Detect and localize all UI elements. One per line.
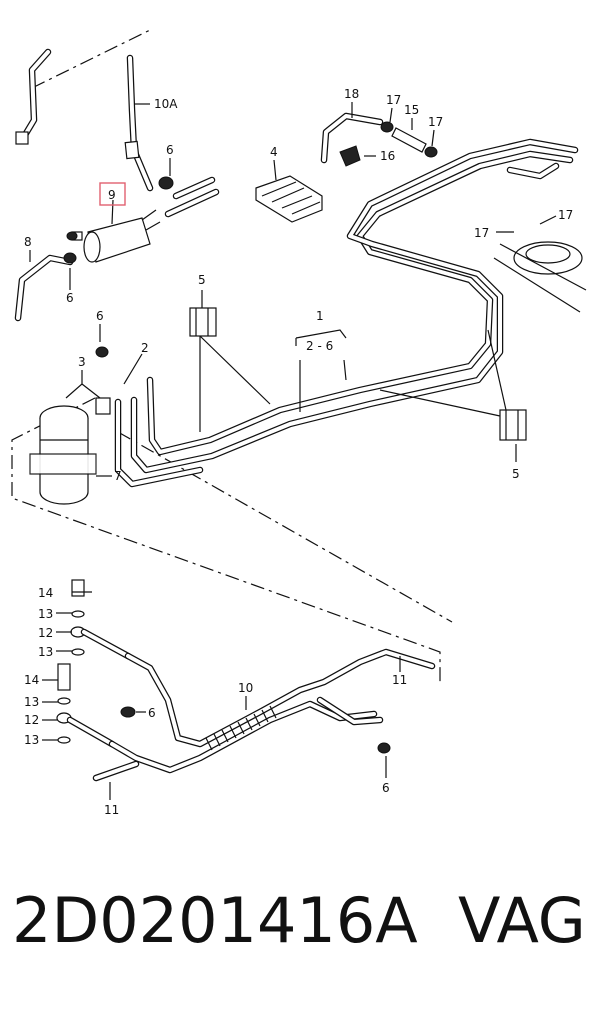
vent-hose-10a <box>15 48 154 192</box>
callout-13-d: 13 <box>24 733 39 747</box>
hose-8 <box>14 254 74 322</box>
hose-18-assembly <box>320 112 438 167</box>
main-fuel-lines-1 <box>114 138 579 488</box>
callout-2-6: 2 - 6 <box>306 339 333 353</box>
connector-group-top <box>63 176 220 264</box>
clip-5-lower <box>499 409 527 441</box>
callout-6-lower-right: 6 <box>382 781 390 795</box>
callout-12-a: 12 <box>38 626 53 640</box>
callout-17-b: 17 <box>428 115 443 129</box>
boundary-line-right <box>117 431 453 623</box>
callout-4: 4 <box>270 145 278 159</box>
callout-6-top: 6 <box>166 143 174 157</box>
canister-part-9 <box>71 199 161 263</box>
callout-5-upper: 5 <box>198 273 206 287</box>
callout-13-a: 13 <box>38 607 53 621</box>
callout-14-a: 14 <box>38 586 53 600</box>
brand-name: VAG <box>458 884 586 957</box>
callout-7: 7 <box>114 469 122 483</box>
banjo-fittings <box>56 579 132 748</box>
footer: 2D0201416A VAG <box>0 890 600 990</box>
part-number: 2D0201416A <box>12 884 418 957</box>
tank-sender <box>493 241 587 313</box>
callout-12-b: 12 <box>24 713 39 727</box>
boundary-line-top <box>31 29 151 89</box>
callout-17-d: 17 <box>558 208 573 222</box>
callout-9: 9 <box>108 188 116 202</box>
callout-11-bottom: 11 <box>104 803 119 817</box>
clip-5-upper <box>189 307 217 337</box>
callout-6-mid: 6 <box>96 309 104 323</box>
callout-17-c: 17 <box>474 226 489 240</box>
callout-10: 10 <box>238 681 253 695</box>
callout-6-lower-left: 6 <box>148 706 156 720</box>
callout-13-c: 13 <box>24 695 39 709</box>
callout-17-a: 17 <box>386 93 401 107</box>
callout-6-left: 6 <box>66 291 74 305</box>
fuel-line-exploded-diagram: 10A 9 6 8 6 4 18 17 15 17 16 17 17 5 1 2… <box>11 29 587 817</box>
bracket-4 <box>255 175 323 223</box>
callout-3: 3 <box>78 355 86 369</box>
callout-11-right: 11 <box>392 673 407 687</box>
callout-15: 15 <box>404 103 419 117</box>
callout-10a: 10A <box>154 97 178 111</box>
callout-2: 2 <box>141 341 149 355</box>
callout-8: 8 <box>24 235 32 249</box>
callout-1: 1 <box>316 309 324 323</box>
leader-lines <box>29 102 557 800</box>
callout-14-b: 14 <box>24 673 39 687</box>
fuel-filter-assembly <box>29 346 111 505</box>
callout-13-b: 13 <box>38 645 53 659</box>
callout-18: 18 <box>344 87 359 101</box>
callout-16: 16 <box>380 149 395 163</box>
highlight-box-9 <box>99 182 126 206</box>
lower-pipes-10-11 <box>92 648 436 782</box>
callout-5-lower: 5 <box>512 467 520 481</box>
